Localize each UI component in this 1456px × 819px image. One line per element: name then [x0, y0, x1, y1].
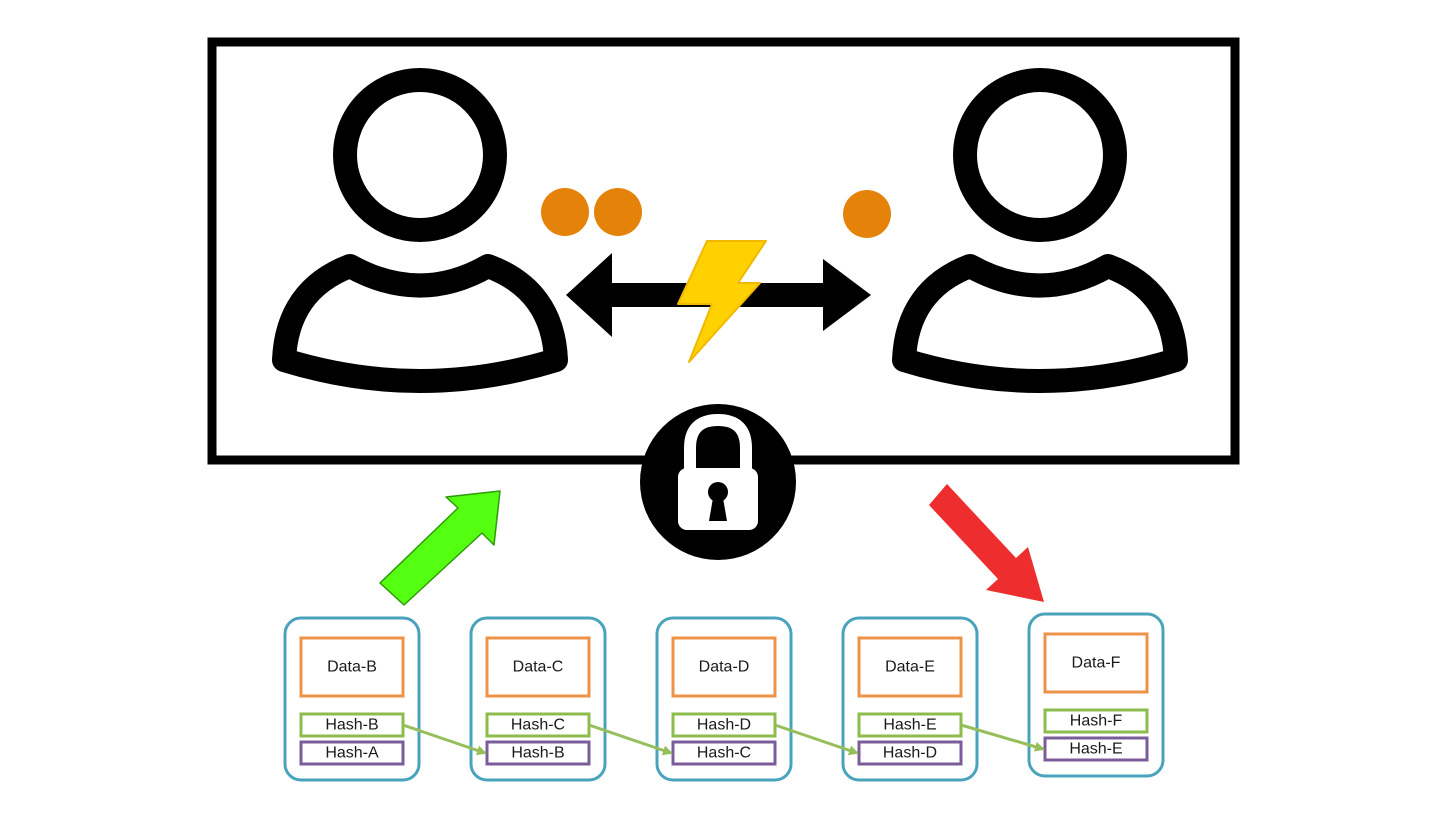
hash-label: Hash-D [697, 717, 751, 734]
prev-hash-box [1043, 736, 1149, 762]
prev-hash-label: Hash-B [511, 745, 564, 762]
block: Data-C Hash-C Hash-B [469, 616, 607, 782]
coin-icon [594, 188, 642, 236]
prev-hash-label: Hash-D [883, 745, 937, 762]
prev-hash-box [299, 740, 405, 766]
hash-link-arrow [774, 723, 859, 756]
coin-icon [541, 188, 589, 236]
red-arrow-icon [929, 484, 1044, 602]
prev-hash-box [485, 740, 591, 766]
data-label: Data-F [1072, 655, 1121, 672]
hash-label: Hash-E [883, 717, 936, 734]
data-label: Data-B [327, 659, 377, 676]
prev-hash-box [857, 740, 963, 766]
data-box [485, 636, 591, 698]
block: Data-B Hash-B Hash-A [283, 616, 421, 782]
padlock-icon [640, 404, 796, 560]
data-box [671, 636, 777, 698]
hash-link-arrow [402, 723, 487, 756]
green-arrow-icon [379, 490, 501, 606]
hash-link-arrow [960, 723, 1045, 752]
hash-label: Hash-C [511, 717, 565, 734]
data-label: Data-E [885, 659, 935, 676]
block: Data-D Hash-D Hash-C [655, 616, 793, 782]
data-label: Data-D [699, 659, 750, 676]
hash-label: Hash-F [1070, 713, 1123, 730]
hash-box [1043, 708, 1149, 734]
prev-hash-label: Hash-C [697, 745, 751, 762]
user-icon [272, 68, 568, 393]
data-box [1043, 632, 1149, 694]
hash-link-arrow [588, 723, 673, 756]
block-chain: Data-BHash-BHash-AData-CHash-CHash-BData… [283, 612, 1165, 782]
prev-hash-label: Hash-A [325, 745, 379, 762]
lightning-icon [677, 240, 767, 363]
data-label: Data-C [513, 659, 564, 676]
hash-label: Hash-B [325, 717, 378, 734]
data-box [857, 636, 963, 698]
prev-hash-label: Hash-E [1069, 741, 1122, 758]
block: Data-F Hash-F Hash-E [1027, 612, 1165, 778]
user-icon [892, 68, 1188, 393]
block: Data-E Hash-E Hash-D [841, 616, 979, 782]
coin-icon [843, 190, 891, 238]
data-box [299, 636, 405, 698]
prev-hash-box [671, 740, 777, 766]
